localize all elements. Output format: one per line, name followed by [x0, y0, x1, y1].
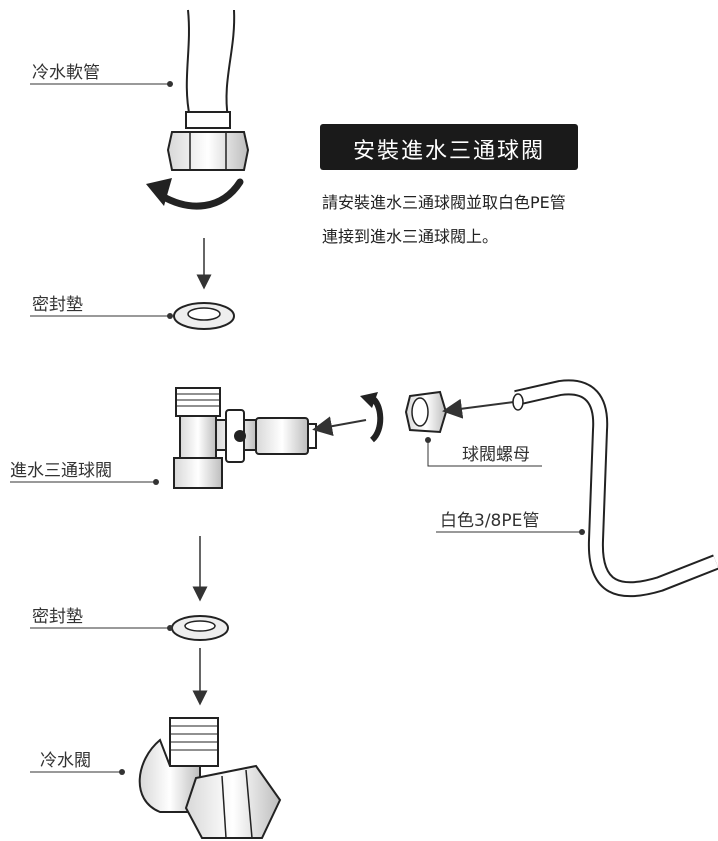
label-cold-hose: 冷水軟管 [32, 63, 100, 83]
label-gasket-bottom: 密封墊 [32, 607, 83, 627]
label-tee-valve: 進水三通球閥 [10, 461, 112, 481]
cold-water-valve [138, 717, 282, 839]
label-cold-valve: 冷水閥 [40, 751, 91, 771]
rotate-arrow-small-icon [360, 392, 384, 443]
ball-valve-nut [404, 390, 448, 434]
instruction-text: 請安裝進水三通球閥並取白色PE管 連接到進水三通球閥上。 [322, 186, 566, 254]
label-gasket-top: 密封墊 [32, 295, 83, 315]
gasket-top [173, 302, 235, 330]
label-pe-tube: 白色3/8PE管 [440, 511, 540, 531]
rotate-arrow-icon [146, 178, 244, 210]
title-text: 安裝進水三通球閥 [352, 139, 545, 164]
title-banner: 安裝進水三通球閥 [320, 124, 578, 170]
gasket-bottom [171, 615, 229, 641]
instruction-line-1: 請安裝進水三通球閥並取白色PE管 [322, 193, 566, 212]
white-pe-tube [512, 379, 718, 598]
instruction-line-2: 連接到進水三通球閥上。 [322, 227, 499, 246]
label-ball-nut: 球閥螺母 [462, 445, 530, 465]
tee-ball-valve [173, 387, 317, 489]
cold-water-hose [166, 9, 250, 171]
